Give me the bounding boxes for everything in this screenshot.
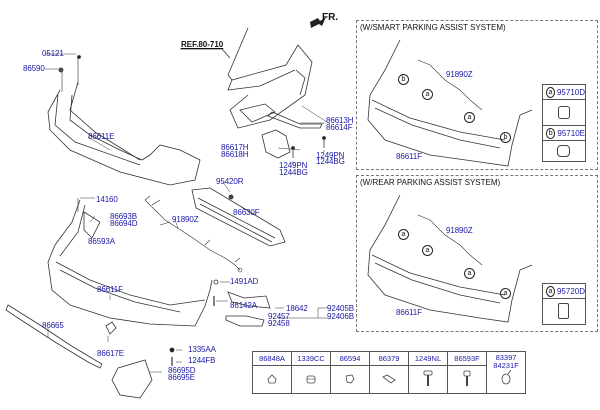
fastener-icon xyxy=(330,365,370,394)
part-label-86694D[interactable]: 86694D xyxy=(110,219,138,228)
part-label-86593A[interactable]: 86593A xyxy=(88,237,115,246)
plug-icon xyxy=(501,369,512,385)
rear-callout-a2: a xyxy=(422,245,433,256)
bolt-icon xyxy=(408,365,448,394)
hardware-parts-table: 86848A 1339CC 86594 86379 1249NL 86593F … xyxy=(252,351,526,394)
part-label-1249PN-b[interactable]: 1249PN xyxy=(316,151,345,160)
part-label-86142A[interactable]: 86142A xyxy=(230,301,257,310)
cover-86695D-outline xyxy=(111,359,153,399)
sensor-95710D-icon xyxy=(543,100,585,126)
rear-panel-bumper-outline xyxy=(367,194,533,323)
smart-panel-bumper-outline xyxy=(367,39,533,167)
part-label-1491AD[interactable]: 1491AD xyxy=(230,277,259,286)
hardware-part-1249NL[interactable]: 1249NL xyxy=(408,351,448,366)
smart-panel-title: (W/SMART PARKING ASSIST SYSTEM) xyxy=(360,23,506,32)
part-label-86618H[interactable]: 86618H xyxy=(221,150,249,159)
part-label-1244BG-b[interactable]: 1244BG xyxy=(316,157,345,166)
part-label-86695E[interactable]: 86695E xyxy=(168,373,195,382)
smart-wiring-label[interactable]: 91890Z xyxy=(446,70,473,79)
part-label-86617E[interactable]: 86617E xyxy=(97,349,124,358)
hardware-part-86379[interactable]: 86379 xyxy=(369,351,409,366)
part-label-86693B[interactable]: 86693B xyxy=(110,212,137,221)
smart-callout-a2: a xyxy=(464,112,475,123)
reference-label[interactable]: REF.80-710 xyxy=(181,40,224,49)
hardware-part-86848A[interactable]: 86848A xyxy=(252,351,292,366)
smart-bumper-label[interactable]: 86611F xyxy=(396,152,422,161)
bracket-86693B-outline xyxy=(83,211,101,239)
wiring-harness-outline xyxy=(144,195,243,273)
part-label-86665[interactable]: 86665 xyxy=(42,321,64,330)
pad-icon xyxy=(369,365,409,394)
hardware-part-86594[interactable]: 86594 xyxy=(330,351,370,366)
part-label-92458[interactable]: 92458 xyxy=(268,319,290,328)
part-label-91890Z[interactable]: 91890Z xyxy=(172,215,199,224)
part-label-05121[interactable]: 05121 xyxy=(42,49,64,58)
part-label-86614F[interactable]: 86614F xyxy=(326,123,353,132)
hardware-part-86593F[interactable]: 86593F xyxy=(447,351,487,366)
part-label-14160[interactable]: 14160 xyxy=(96,195,118,204)
nut-icon xyxy=(291,365,331,394)
rear-callout-a3: a xyxy=(464,268,475,279)
part-label-92405B[interactable]: 92405B xyxy=(327,304,354,313)
hardware-part-1339CC[interactable]: 1339CC xyxy=(291,351,331,366)
smart-parking-panel: (W/SMART PARKING ASSIST SYSTEM) xyxy=(356,20,598,170)
part-label-86617H[interactable]: 86617H xyxy=(221,143,249,152)
reinforcement-beam-outline xyxy=(191,187,286,247)
part-label-86695D[interactable]: 86695D xyxy=(168,366,196,375)
part-label-1335AA[interactable]: 1335AA xyxy=(188,345,216,354)
part-label-86611E[interactable]: 86611E xyxy=(88,132,115,141)
part-label-1244BG-a[interactable]: 1244BG xyxy=(279,168,308,177)
smart-callout-a1: a xyxy=(422,89,433,100)
rear-panel-title: (W/REAR PARKING ASSIST SYSTEM) xyxy=(360,178,501,187)
part-label-86611F[interactable]: 86611F xyxy=(97,285,123,294)
front-arrow-icon xyxy=(310,17,326,28)
reflector-92405B-outline xyxy=(227,291,271,309)
part-label-95420R[interactable]: 95420R xyxy=(216,177,244,186)
part-label-86613H[interactable]: 86613H xyxy=(326,116,354,125)
rear-parking-panel: (W/REAR PARKING ASSIST SYSTEM) xyxy=(356,175,598,332)
rear-wiring-label[interactable]: 91890Z xyxy=(446,226,473,235)
part-label-86590[interactable]: 86590 xyxy=(23,64,45,73)
part-label-86630F[interactable]: 86630F xyxy=(233,208,260,217)
rear-bumper-label[interactable]: 86611F xyxy=(396,308,422,317)
part-label-18642[interactable]: 18642 xyxy=(286,304,308,313)
skid-86665-outline xyxy=(5,304,103,369)
sensor-95720D-icon xyxy=(543,299,585,323)
part-label-92457[interactable]: 92457 xyxy=(268,312,290,321)
bumper-86611F-outline xyxy=(47,199,213,327)
smart-callout-b1: b xyxy=(398,74,409,85)
quarter-panel-outline xyxy=(227,27,313,129)
part-label-1249PN-a[interactable]: 1249PN xyxy=(279,161,308,170)
screw-icon xyxy=(447,365,487,394)
front-indicator: FR. xyxy=(322,12,339,23)
rear-callout-a4: a xyxy=(500,288,511,299)
bumper-86611E-outline xyxy=(47,55,201,186)
rear-callout-a1: a xyxy=(398,229,409,240)
sensor-95710E-icon xyxy=(543,141,585,161)
part-label-92406B[interactable]: 92406B xyxy=(327,312,354,321)
clip-icon xyxy=(252,365,292,394)
smart-callout-b2: b xyxy=(500,132,511,143)
reflector-92457-outline xyxy=(225,315,265,327)
part-label-1244FB[interactable]: 1244FB xyxy=(188,356,216,365)
